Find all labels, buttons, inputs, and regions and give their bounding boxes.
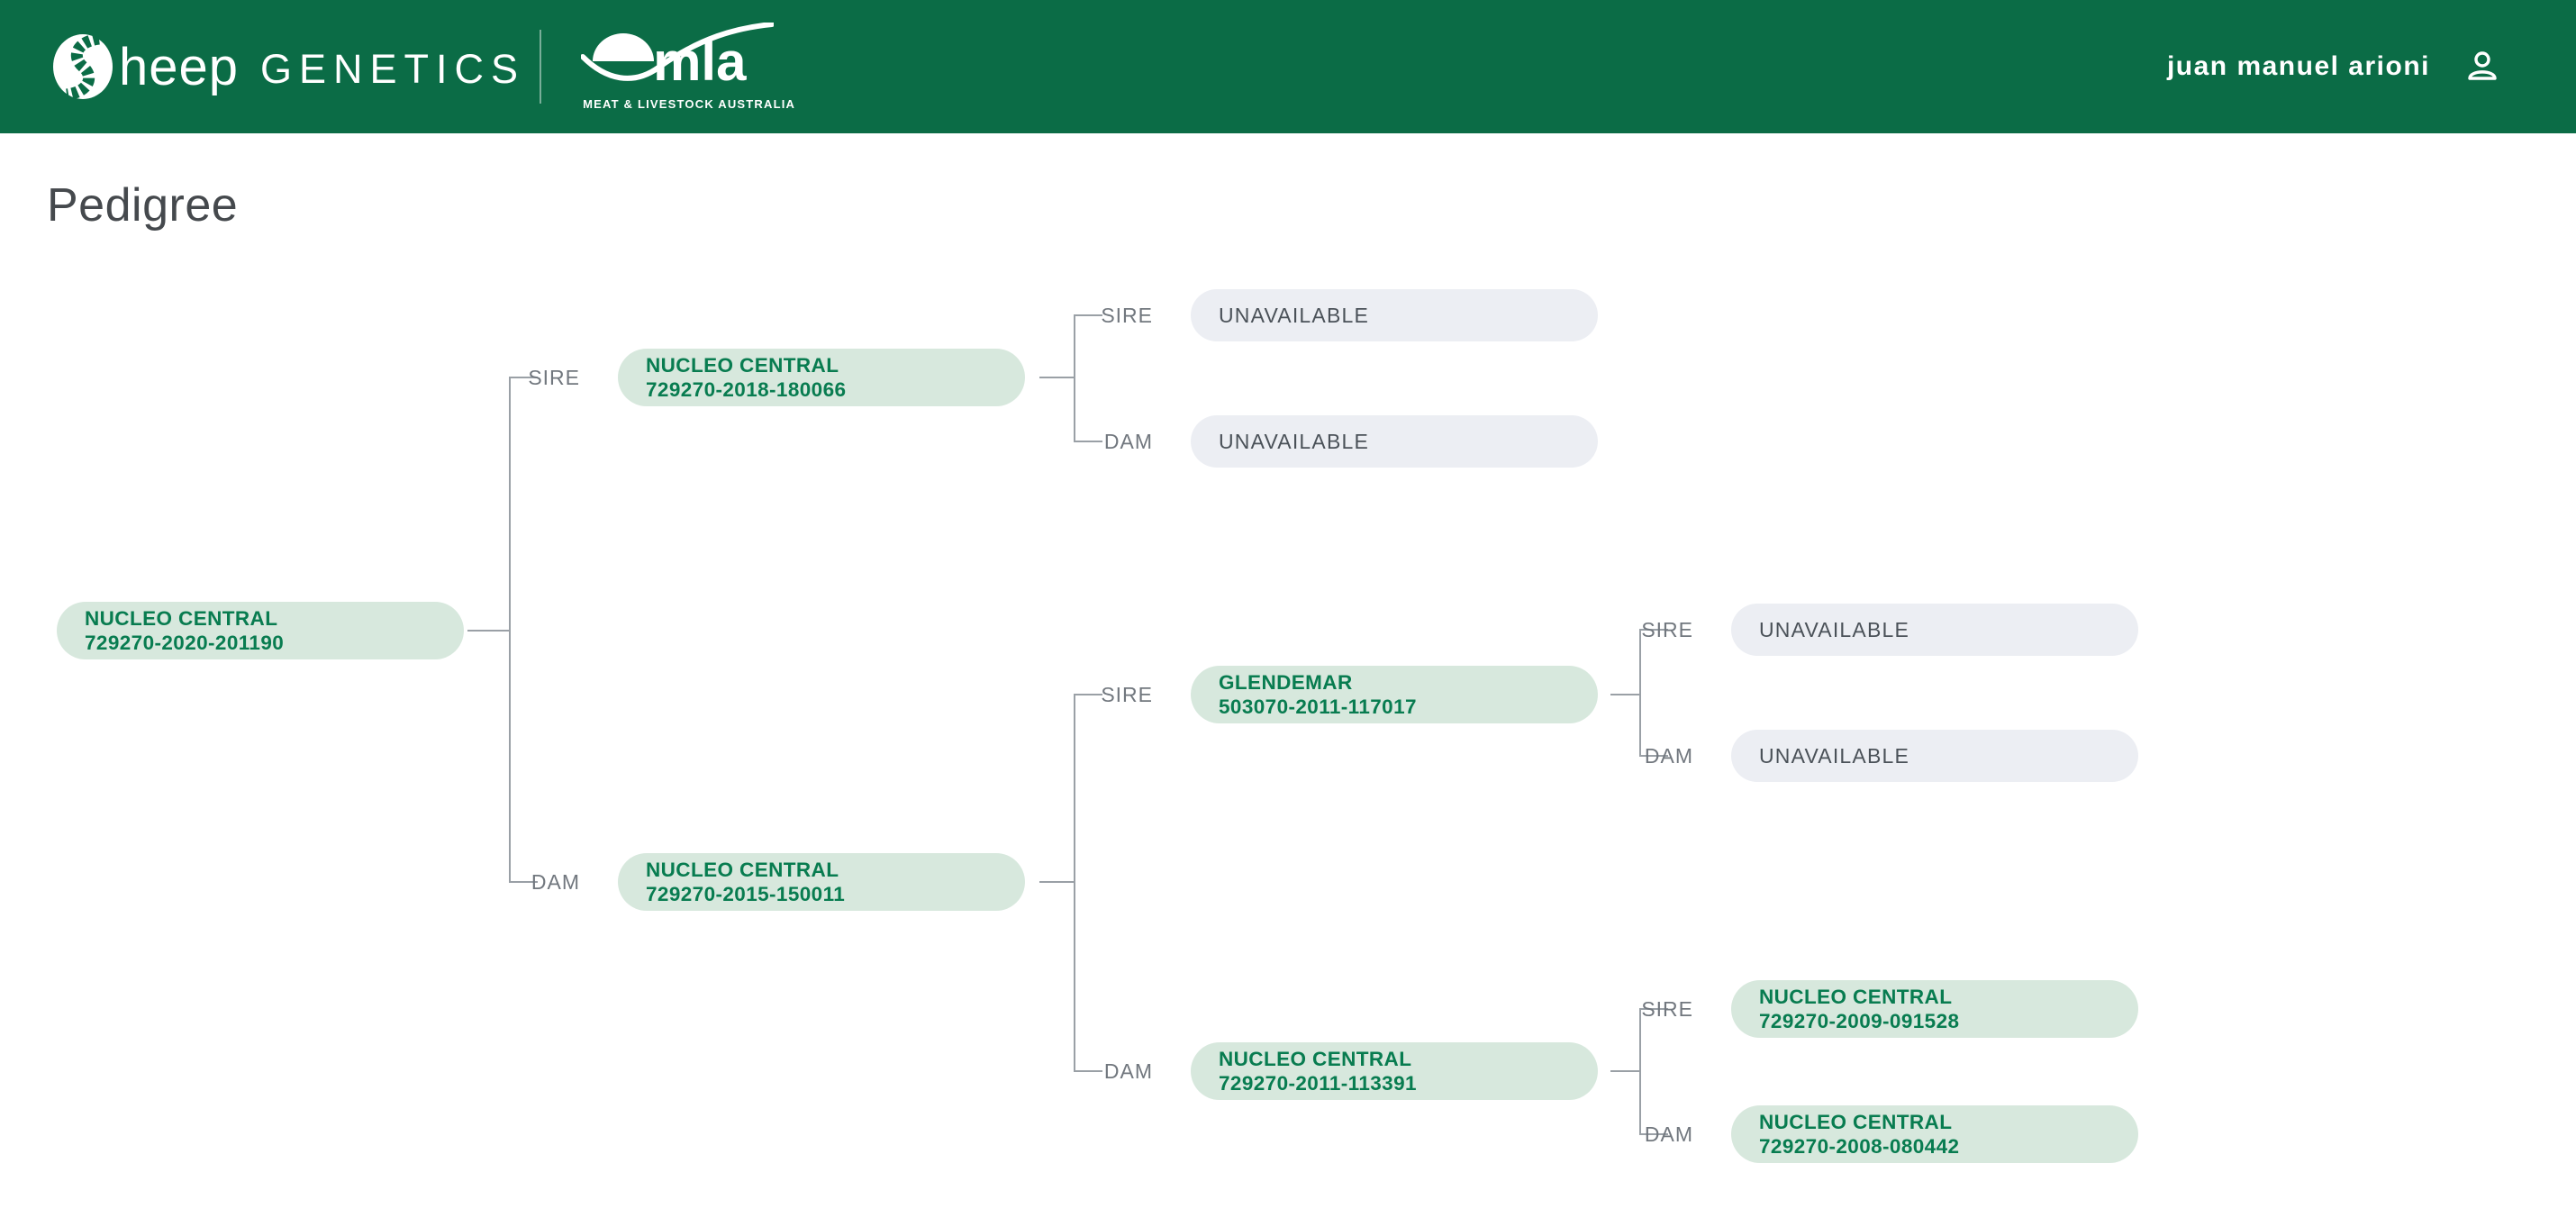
pedigree-connector — [1610, 694, 1641, 695]
relation-label-dam: DAM — [1103, 1059, 1153, 1083]
animal-pill-dam-dam[interactable]: NUCLEO CENTRAL 729270-2011-113391 — [1191, 1042, 1598, 1100]
pedigree-connector — [1074, 1070, 1102, 1072]
animal-pill-dam-sire[interactable]: GLENDEMAR 503070-2011-117017 — [1191, 666, 1598, 723]
animal-pill-unavailable: UNAVAILABLE — [1731, 730, 2138, 782]
animal-pill-root[interactable]: NUCLEO CENTRAL 729270-2020-201190 — [57, 602, 464, 659]
animal-id: 729270-2015-150011 — [646, 883, 846, 905]
brand-word-heep: heep — [119, 37, 240, 96]
person-icon[interactable] — [2464, 49, 2500, 85]
pedigree-connector — [1639, 1133, 1668, 1135]
pedigree-connector — [1074, 314, 1102, 316]
pedigree-node-dam-dam: DAM NUCLEO CENTRAL 729270-2011-113391 — [1072, 1042, 1598, 1100]
pedigree-node-sire-sire: SIRE UNAVAILABLE — [1072, 289, 1598, 341]
user-name: juan manuel arioni — [2166, 51, 2430, 81]
pedigree-connector — [1610, 1070, 1641, 1072]
pedigree-node-dam-sire: SIRE GLENDEMAR 503070-2011-117017 — [1072, 666, 1598, 723]
animal-pill-unavailable: UNAVAILABLE — [1191, 415, 1598, 468]
page-title: Pedigree — [47, 179, 239, 232]
pedigree-connector — [1639, 629, 1641, 757]
animal-id: 729270-2011-113391 — [1219, 1072, 1417, 1095]
pedigree-connector — [1639, 1008, 1641, 1135]
animal-name: NUCLEO CENTRAL — [85, 606, 278, 630]
pedigree-node-sire-dam: DAM UNAVAILABLE — [1072, 415, 1598, 468]
animal-name: NUCLEO CENTRAL — [1759, 985, 1953, 1008]
sheep-genetics-logo[interactable]: heep GENETICS — [52, 32, 525, 101]
relation-label-sire: SIRE — [1101, 682, 1153, 706]
relation-label-sire: SIRE — [1101, 303, 1153, 327]
relation-label-dam: DAM — [1644, 1122, 1693, 1146]
pedigree-connector — [1074, 441, 1102, 442]
unavailable-text: UNAVAILABLE — [1759, 743, 1910, 768]
animal-name: NUCLEO CENTRAL — [1219, 1047, 1412, 1070]
pedigree-node-dam-dam-dam: DAM NUCLEO CENTRAL 729270-2008-080442 — [1612, 1105, 2138, 1163]
pedigree-node-dam-sire-sire: SIRE UNAVAILABLE — [1612, 604, 2138, 656]
pedigree-node-dam-sire-dam: DAM UNAVAILABLE — [1612, 730, 2138, 782]
pedigree-connector — [1039, 881, 1075, 883]
animal-name: NUCLEO CENTRAL — [646, 858, 839, 881]
mla-tagline: MEAT & LIVESTOCK AUSTRALIA — [583, 97, 796, 111]
animal-pill-unavailable: UNAVAILABLE — [1191, 289, 1598, 341]
relation-label-sire: SIRE — [1641, 617, 1693, 641]
relation-label-dam: DAM — [1103, 429, 1153, 453]
user-menu[interactable]: juan manuel arioni — [2167, 49, 2500, 85]
animal-name: NUCLEO CENTRAL — [1759, 1110, 1953, 1133]
relation-label-sire: SIRE — [1641, 996, 1693, 1021]
pedigree-connector — [509, 377, 538, 378]
unavailable-text: UNAVAILABLE — [1219, 303, 1370, 327]
pedigree-node-sire: SIRE NUCLEO CENTRAL 729270-2018-180066 — [499, 349, 1025, 406]
pedigree-connector — [1074, 314, 1075, 442]
animal-pill-dam-dam-sire[interactable]: NUCLEO CENTRAL 729270-2009-091528 — [1731, 980, 2138, 1038]
animal-pill-dam-dam-dam[interactable]: NUCLEO CENTRAL 729270-2008-080442 — [1731, 1105, 2138, 1163]
relation-label-sire: SIRE — [528, 365, 580, 389]
animal-id: 729270-2009-091528 — [1759, 1010, 1960, 1032]
animal-id: 729270-2008-080442 — [1759, 1135, 1960, 1158]
app-header: heep GENETICS mla MEAT & LIVESTOCK AUSTR… — [0, 0, 2576, 133]
pedigree-connector — [509, 377, 511, 883]
pedigree-node-dam: DAM NUCLEO CENTRAL 729270-2015-150011 — [499, 853, 1025, 911]
sheep-s-icon — [53, 32, 113, 101]
unavailable-text: UNAVAILABLE — [1759, 617, 1910, 641]
pedigree-node-dam-dam-sire: SIRE NUCLEO CENTRAL 729270-2009-091528 — [1612, 980, 2138, 1038]
pedigree-connector — [509, 881, 538, 883]
animal-id: 503070-2011-117017 — [1219, 695, 1417, 718]
mla-swoosh-icon — [581, 23, 775, 81]
pedigree-connector — [1074, 694, 1102, 695]
relation-label-dam: DAM — [531, 869, 580, 894]
pedigree-connector — [1074, 694, 1075, 1072]
animal-name: GLENDEMAR — [1219, 670, 1353, 694]
mla-acronym: mla — [653, 32, 747, 92]
relation-label-dam: DAM — [1644, 743, 1693, 768]
header-divider — [540, 30, 542, 104]
pedigree-connector — [1639, 755, 1668, 757]
animal-pill-dam[interactable]: NUCLEO CENTRAL 729270-2015-150011 — [618, 853, 1025, 911]
pedigree-connector — [1639, 1008, 1668, 1010]
animal-name: NUCLEO CENTRAL — [646, 353, 839, 377]
mla-logo: mla MEAT & LIVESTOCK AUSTRALIA — [581, 23, 794, 111]
animal-pill-sire[interactable]: NUCLEO CENTRAL 729270-2018-180066 — [618, 349, 1025, 406]
unavailable-text: UNAVAILABLE — [1219, 429, 1370, 453]
pedigree-connector — [467, 630, 511, 632]
pedigree-connector — [1039, 377, 1075, 378]
animal-id: 729270-2018-180066 — [646, 378, 847, 401]
animal-id: 729270-2020-201190 — [85, 632, 285, 654]
brand-word-genetics: GENETICS — [260, 46, 526, 92]
pedigree-connector — [1639, 629, 1668, 631]
pedigree-node-root: NUCLEO CENTRAL 729270-2020-201190 — [57, 602, 464, 659]
animal-pill-unavailable: UNAVAILABLE — [1731, 604, 2138, 656]
